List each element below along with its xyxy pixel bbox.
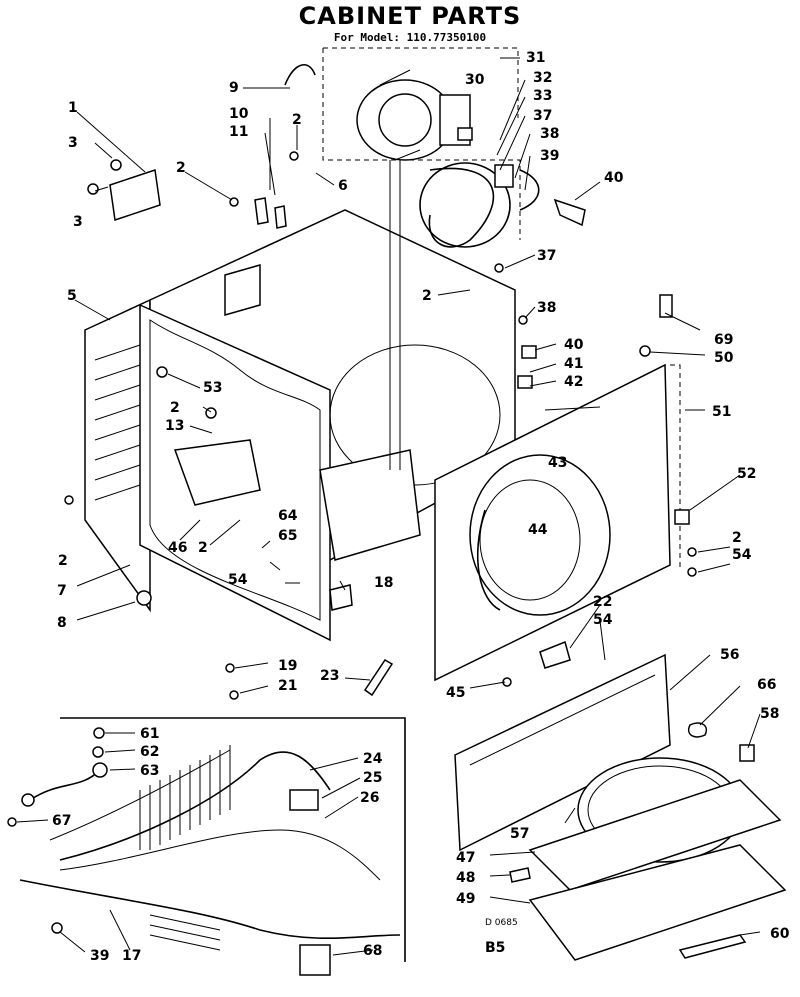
callout-23: 24 — [363, 751, 383, 767]
callout-40: 40 — [564, 337, 584, 353]
callout-2-motor: 2 — [292, 112, 302, 128]
callout-68: 68 — [363, 943, 382, 959]
callout-39: 39 — [90, 948, 109, 964]
leader-lines — [16, 57, 761, 956]
callout-labels: 1 3 3 2 9 10 11 2 6 31 30 32 33 37 38 39… — [52, 50, 790, 964]
callout-60: 60 — [770, 926, 790, 942]
callout-62: 62 — [140, 744, 159, 760]
callout-17: 18 — [374, 575, 393, 591]
callout-38: 38 — [537, 300, 556, 316]
callout-3-upper: 3 — [68, 135, 78, 151]
callout-2-left: 2 — [170, 400, 180, 416]
callout-24: 25 — [363, 770, 382, 786]
callout-3-lower: 3 — [73, 214, 83, 230]
wiring-harness — [19, 717, 406, 976]
callout-45: 45 — [446, 685, 465, 701]
callout-2-lower: 2 — [198, 540, 208, 556]
motor-assembly — [284, 47, 586, 248]
callout-54-left: 54 — [228, 572, 248, 588]
callout-57: 57 — [510, 826, 529, 842]
callout-27: 31 — [526, 50, 545, 66]
diagram-title: CABINET PARTS — [298, 2, 522, 30]
callout-49: 49 — [456, 891, 475, 907]
callout-51: 51 — [712, 404, 731, 420]
callout-5: 5 — [67, 288, 77, 304]
page-mark: B5 — [485, 940, 505, 956]
callout-1: 1 — [68, 100, 78, 116]
callout-2-bracket: 2 — [176, 160, 186, 176]
callout-30: 37 — [533, 108, 552, 124]
callout-31: 38 — [540, 126, 559, 142]
callout-54-center: 54 — [593, 612, 613, 628]
hardware-parts — [7, 151, 697, 934]
callout-44: 44 — [528, 522, 548, 538]
callout-2-right: 2 — [732, 530, 742, 546]
callout-41: 41 — [564, 356, 583, 372]
model-number: For Model: 110.77350100 — [333, 31, 487, 44]
callout-69: 69 — [714, 332, 733, 348]
callout-2-top: 2 — [422, 288, 432, 304]
callout-11: 11 — [229, 124, 248, 140]
callout-58: 58 — [760, 706, 779, 722]
callout-66: 66 — [757, 677, 776, 693]
callout-10: 10 — [229, 106, 249, 122]
callout-65: 65 — [278, 528, 297, 544]
callout-52: 52 — [737, 466, 756, 482]
callout-32: 39 — [540, 148, 559, 164]
callout-18: 19 — [278, 658, 297, 674]
callout-22: 23 — [320, 668, 339, 684]
callout-16: 17 — [122, 948, 141, 964]
callout-61: 61 — [140, 726, 159, 742]
callout-56: 56 — [720, 647, 739, 663]
callout-7: 7 — [57, 583, 67, 599]
callout-43: 43 — [548, 455, 567, 471]
callout-54-right: 54 — [732, 547, 752, 563]
drawing-code: D 0685 — [485, 918, 518, 928]
callout-21: 22 — [593, 594, 612, 610]
callout-47: 47 — [456, 850, 475, 866]
callout-64: 64 — [278, 508, 298, 524]
callout-9: 9 — [229, 80, 239, 96]
callout-37: 37 — [537, 248, 556, 264]
callout-29: 33 — [533, 88, 552, 104]
callout-25: 26 — [360, 790, 379, 806]
callout-33: 40 — [604, 170, 624, 186]
callout-50: 50 — [714, 350, 734, 366]
callout-28: 32 — [533, 70, 552, 86]
callout-6: 6 — [338, 178, 348, 194]
callout-48: 48 — [456, 870, 475, 886]
door-assembly — [454, 653, 787, 961]
callout-46: 46 — [168, 540, 187, 556]
callout-67: 67 — [52, 813, 71, 829]
callout-53: 53 — [203, 380, 222, 396]
callout-63: 63 — [140, 763, 159, 779]
callout-26: 30 — [465, 72, 485, 88]
callout-8: 8 — [57, 615, 67, 631]
callout-42: 42 — [564, 374, 583, 390]
front-panel — [434, 294, 690, 682]
callout-19: 21 — [278, 678, 297, 694]
callout-2-side: 2 — [58, 553, 68, 569]
callout-13: 13 — [165, 418, 184, 434]
